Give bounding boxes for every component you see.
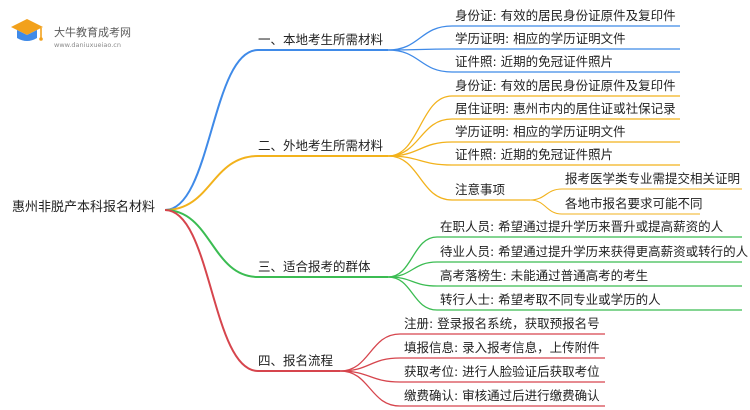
root-node: 惠州非脱产本科报名材料 — [12, 200, 156, 215]
branch-nonlocal-materials: 二、外地考生所需材料 — [258, 138, 384, 153]
connector-b2-leaf-1 — [387, 118, 453, 157]
branch-local-materials: 一、本地考生所需材料 — [258, 32, 384, 47]
leaf-unemployed: 待业人员: 希望通过提升学历来获得更高薪资或转行的人 — [440, 244, 749, 259]
leaf-payment: 缴费确认: 审核通过后进行缴费确认 — [404, 388, 600, 403]
connector-root-b1 — [164, 49, 259, 211]
leaf-local-education-proof: 学历证明: 相应的学历证明文件 — [455, 31, 626, 46]
connector-b2-leaf-0 — [387, 95, 453, 157]
leaf-career-change: 转行人士: 希望考取不同专业或学历的人 — [440, 292, 661, 307]
leaf-register: 注册: 登录报名系统，获取预报名号 — [404, 316, 600, 331]
leaf-nonlocal-photo: 证件照: 近期的免冠证件照片 — [455, 147, 614, 162]
branch-target-groups: 三、适合报考的群体 — [258, 259, 371, 274]
leaf-nonlocal-education-proof: 学历证明: 相应的学历证明文件 — [455, 124, 626, 139]
leaf-notes: 注意事项 — [455, 182, 506, 197]
branch-process: 四、报名流程 — [258, 353, 334, 368]
connector-b2-leaf-3 — [387, 155, 453, 166]
leaf-notes-medical: 报考医学类专业需提交相关证明 — [565, 171, 741, 186]
connector-notes-0 — [529, 188, 563, 201]
leaf-employed: 在职人员: 希望通过提升学历来晋升或提高薪资的人 — [440, 219, 724, 234]
connector-b2-notes — [387, 155, 453, 201]
logo: 大牛教育成考网 www.daniuxueiao.cn — [4, 8, 154, 50]
leaf-notes-regional: 各地市报名要求可能不同 — [565, 196, 703, 211]
connector-root-b3 — [164, 209, 259, 278]
leaf-local-id-card: 身份证: 有效的居民身份证原件及复印件 — [455, 8, 676, 23]
leaf-seat: 获取考位: 进行人脸验证后获取考位 — [404, 364, 600, 379]
leaf-nonlocal-id-card: 身份证: 有效的居民身份证原件及复印件 — [455, 78, 676, 93]
connector-b4-leaf-3 — [339, 370, 401, 407]
connector-root-b2 — [164, 155, 259, 211]
leaf-exam-failed: 高考落榜生: 未能通过普通高考的考生 — [440, 268, 649, 283]
connector-b3-leaf-1 — [387, 261, 438, 278]
connector-b3-leaf-0 — [387, 236, 438, 278]
leaf-fill-info: 填报信息: 录入报考信息，上传附件 — [404, 340, 600, 355]
leaf-nonlocal-residence: 居住证明: 惠州市内的居住证或社保记录 — [455, 101, 676, 116]
connector-b1-leaf-2 — [387, 49, 453, 73]
connector-root-b4 — [164, 209, 259, 372]
connector-b4-leaf-0 — [339, 333, 401, 372]
connector-b3-leaf-3 — [387, 276, 438, 311]
logo-url: www.daniuxueiao.cn — [54, 41, 121, 49]
connector-b1-leaf-0 — [387, 25, 453, 51]
graduation-cap-icon — [11, 19, 43, 41]
connector-b2-leaf-2 — [387, 141, 453, 157]
leaf-local-photo: 证件照: 近期的免冠证件照片 — [455, 54, 614, 69]
logo-title: 大牛教育成考网 — [54, 26, 131, 39]
connector-notes-1 — [529, 199, 563, 215]
